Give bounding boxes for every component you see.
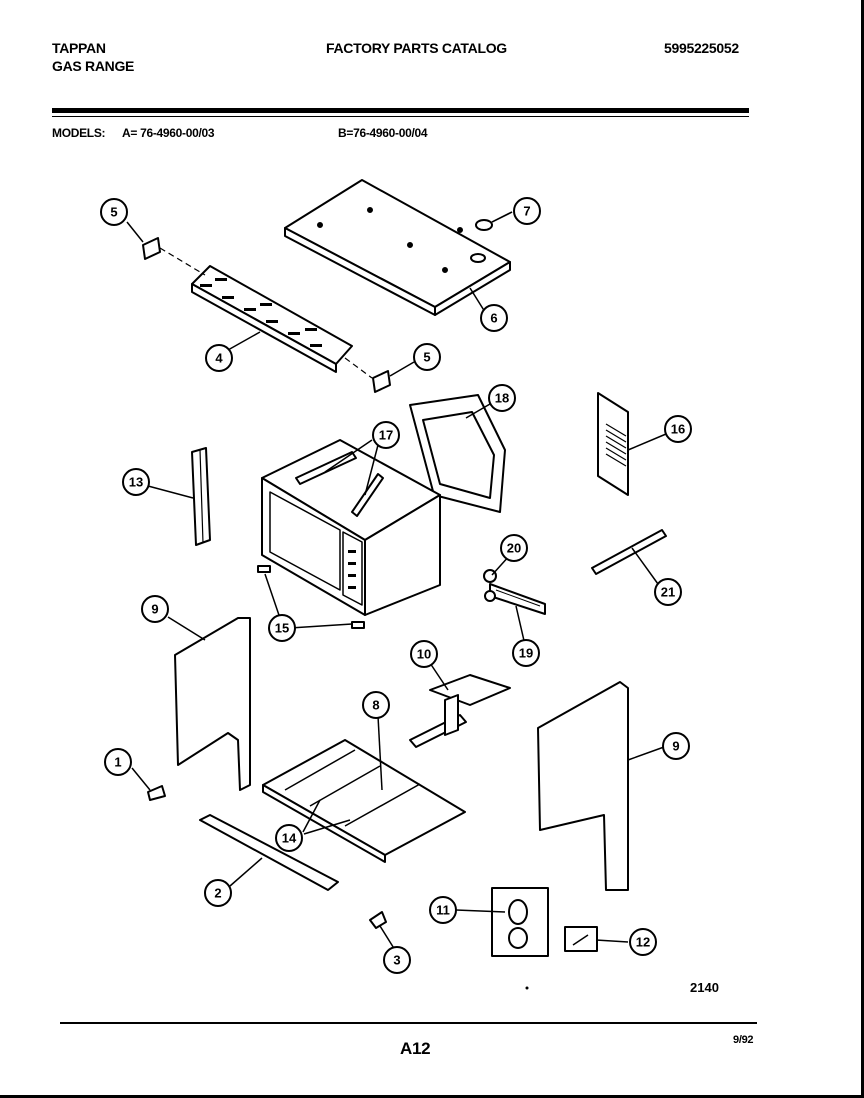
part-channel [191, 447, 211, 546]
callout-label: 13 [129, 475, 143, 490]
callout-label: 5 [110, 205, 117, 220]
part-7 [475, 219, 493, 231]
part-bottom-frame [262, 739, 466, 863]
callout-label: 2 [214, 886, 221, 901]
callout-label: 9 [672, 739, 679, 754]
product-name: GAS RANGE [52, 58, 135, 74]
part-burner [483, 569, 546, 615]
part-valve [491, 887, 549, 957]
brand-name: TAPPAN [52, 40, 106, 56]
callout-label: 12 [636, 935, 650, 950]
footer-rule [60, 1022, 757, 1024]
part-side-panel-right [537, 681, 629, 891]
callout-label: 21 [661, 585, 675, 600]
part-screw [147, 785, 166, 801]
part-oven-body [261, 439, 441, 616]
revision-date: 9/92 [733, 1034, 754, 1046]
models-label: MODELS: [52, 126, 106, 140]
part-top-panel [284, 179, 511, 316]
model-a: A= 76-4960-00/03 [122, 126, 215, 140]
part-strip [199, 814, 339, 891]
part-clip [372, 370, 391, 393]
callout-label: 19 [519, 646, 533, 661]
callout-label: 17 [379, 428, 393, 443]
header-rule [52, 108, 749, 113]
callout-label: 5 [423, 350, 430, 365]
part-clip [142, 237, 161, 260]
callout-label: 10 [417, 647, 431, 662]
page-border-bottom [0, 1095, 864, 1098]
callout-label: 15 [275, 621, 289, 636]
callout-label: 18 [495, 391, 509, 406]
part-vent-bracket [191, 265, 353, 373]
diagram-code: 2140 [690, 980, 719, 995]
callout-label: 4 [215, 351, 223, 366]
part-clip-3 [369, 911, 387, 929]
part-foot [351, 621, 365, 629]
callout-label: 20 [507, 541, 521, 556]
callout-label: 3 [393, 953, 400, 968]
part-small-bracket [564, 926, 598, 952]
part-frame [409, 394, 506, 513]
page-number: A12 [400, 1039, 431, 1058]
callout-label: 6 [490, 311, 497, 326]
part-bracket-10 [409, 674, 511, 748]
part-foot [257, 565, 271, 573]
callout-label: 1 [114, 755, 121, 770]
part-rod [591, 529, 667, 575]
catalog-title: FACTORY PARTS CATALOG [326, 40, 507, 56]
model-b: B=76-4960-00/04 [338, 126, 428, 140]
callout-label: 8 [372, 698, 379, 713]
callout-label: 9 [151, 602, 158, 617]
part-vent-panel [597, 392, 629, 496]
part-side-panel-left [174, 617, 251, 791]
page-border-right [861, 0, 864, 1098]
header-rule-thin [52, 116, 749, 117]
callout-label: 7 [523, 204, 530, 219]
callout-label: 16 [671, 422, 685, 437]
callout-label: 14 [282, 831, 297, 846]
catalog-number: 5995225052 [664, 40, 739, 56]
callout-label: 11 [436, 903, 450, 918]
